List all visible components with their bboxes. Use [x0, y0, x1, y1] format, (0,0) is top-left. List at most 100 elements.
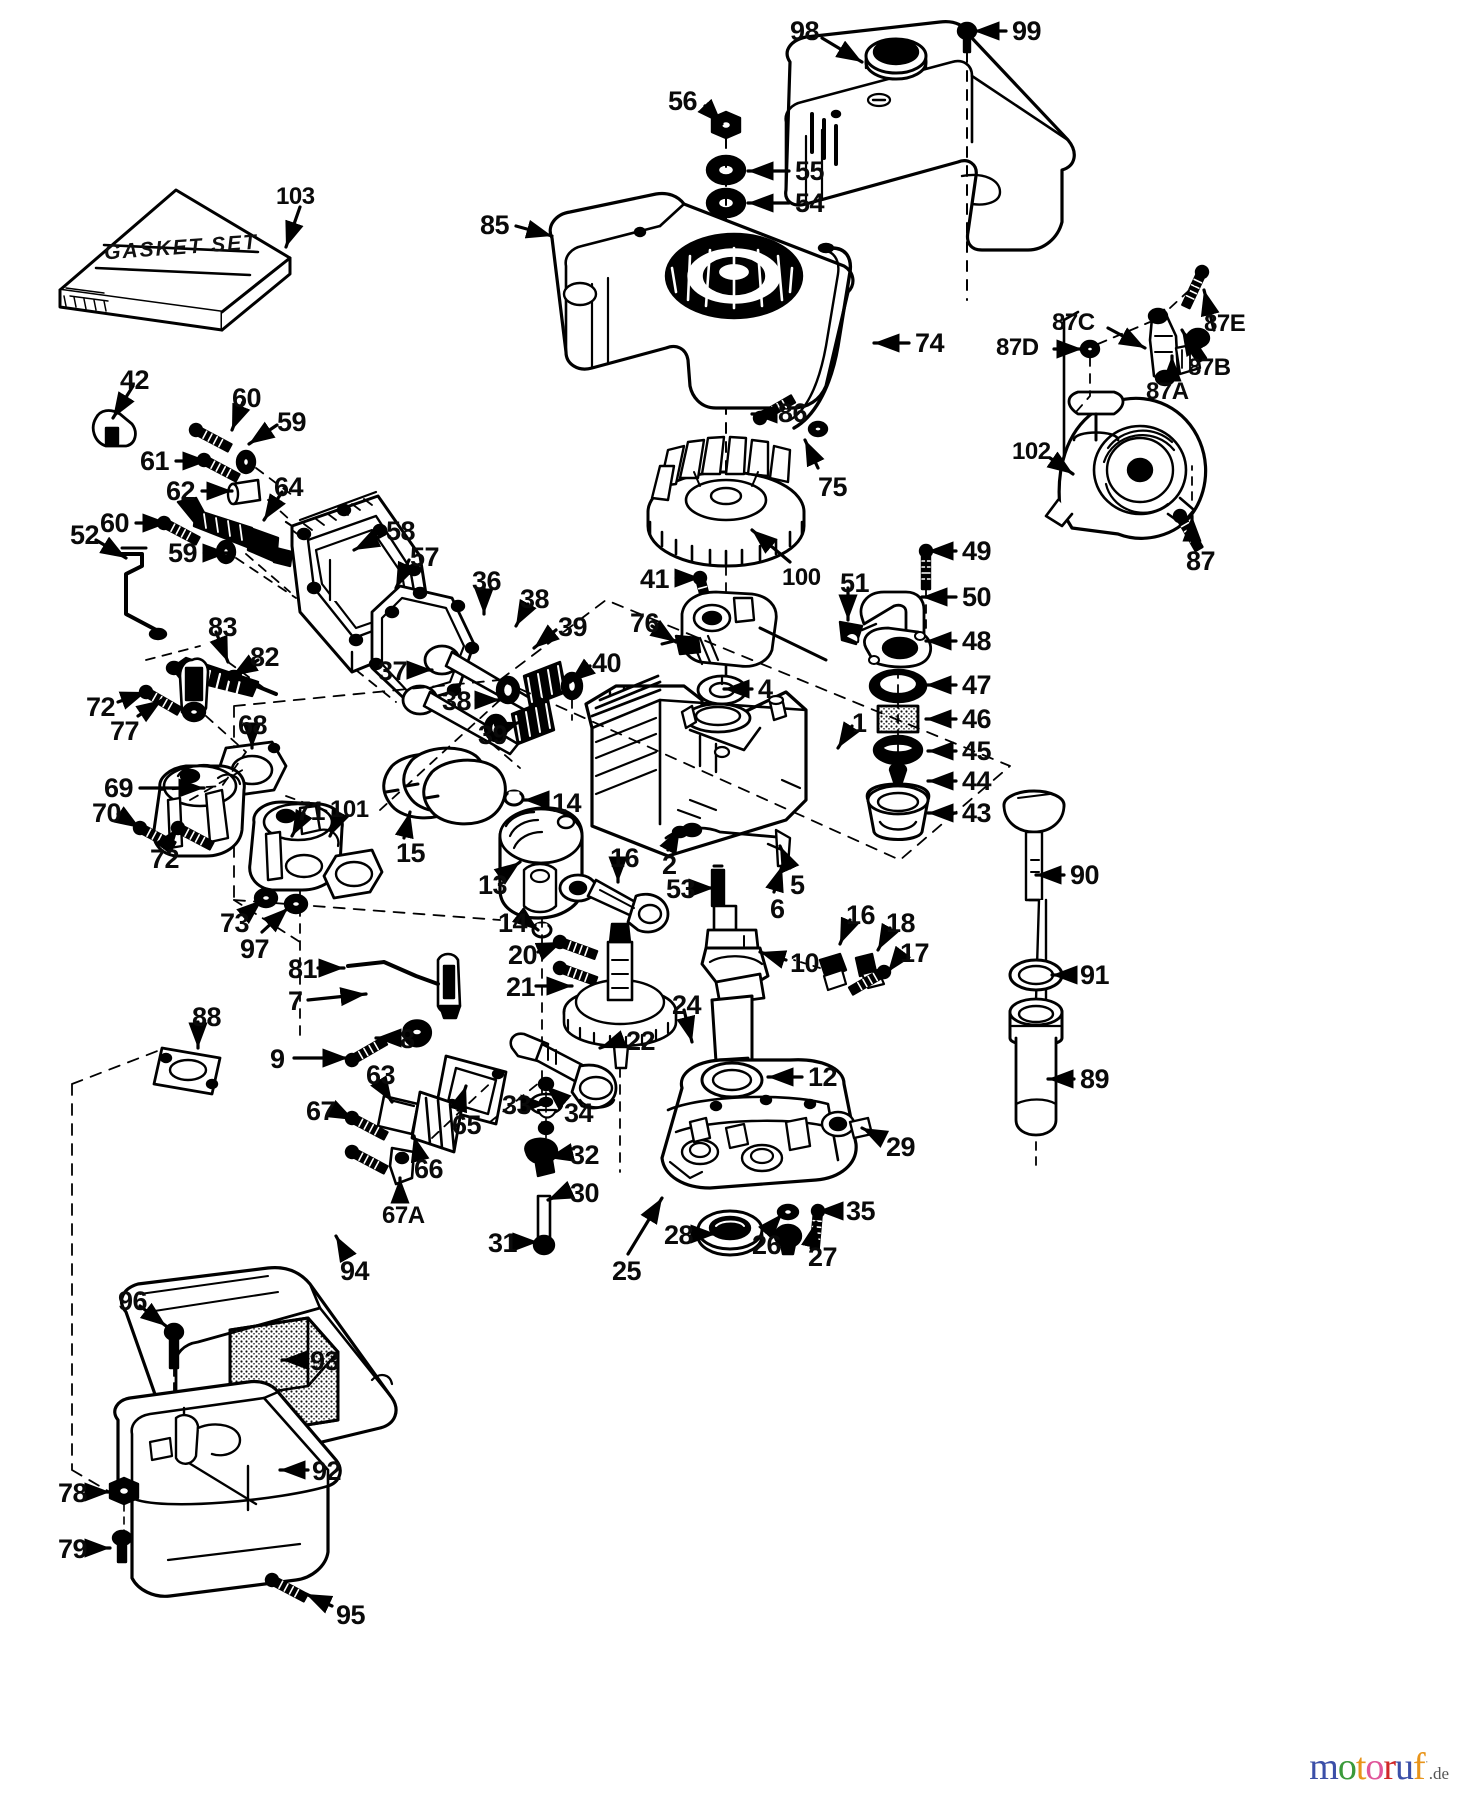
leader-2: [659, 826, 682, 856]
leader-39a: [532, 624, 560, 650]
leader-72b: [154, 826, 180, 855]
callout-63: 63: [366, 1060, 396, 1090]
watermark-letter: f: [1413, 1746, 1426, 1788]
callout-81: 81: [288, 954, 318, 984]
fill-tube-89: [1008, 997, 1064, 1137]
cylinder-block-1: [584, 674, 808, 858]
callout-66: 66: [414, 1154, 444, 1184]
callout-7: 7: [288, 986, 303, 1016]
washer-8: [402, 1019, 433, 1048]
flywheel-100: [646, 435, 806, 568]
callout-87C: 87C: [1052, 309, 1095, 336]
callout-87E: 87E: [1204, 310, 1246, 337]
callout-13: 13: [478, 870, 508, 900]
leader-24: [676, 1008, 696, 1044]
motoruf-watermark: motoruf·.de: [1309, 1748, 1449, 1786]
leader-71: [290, 808, 313, 838]
callout-69: 69: [104, 773, 134, 803]
rod-52: [114, 546, 168, 641]
callout-55: 55: [795, 156, 825, 186]
callout-90: 90: [1070, 860, 1100, 890]
washer-26: [776, 1203, 800, 1221]
callout-53: 53: [666, 874, 696, 904]
callout-43: 43: [962, 798, 992, 828]
callout-41: 41: [640, 564, 670, 594]
watermark-letter: t: [1355, 1746, 1367, 1788]
retainer-40: [560, 671, 584, 701]
bolt-20a: [551, 933, 599, 962]
callout-75: 75: [818, 472, 848, 502]
callout-67: 67: [306, 1096, 336, 1126]
rod-cap-hardware: [793, 952, 894, 998]
connecting-rod-16: [558, 873, 670, 934]
callout-73: 73: [220, 908, 250, 938]
leader-18: [876, 922, 899, 952]
leader-70: [113, 806, 142, 830]
screw-79: [111, 1529, 133, 1564]
callout-37: 37: [378, 656, 408, 686]
pin-30: [532, 1194, 556, 1256]
leader-73: [236, 898, 264, 924]
leader-100: [750, 528, 792, 564]
leader-96: [138, 1302, 168, 1328]
leader-39b: [492, 720, 522, 740]
callout-51: 51: [840, 568, 870, 598]
callout-87A: 87A: [1146, 378, 1189, 405]
callout-95: 95: [336, 1600, 366, 1630]
recoil-starter-102: [1044, 310, 1208, 540]
spark-plug-boot-42: [91, 409, 137, 448]
callout-14a: 14: [552, 788, 582, 818]
callout-96: 96: [118, 1286, 148, 1316]
callout-33: 33: [502, 1090, 532, 1120]
callout-6: 6: [770, 894, 785, 924]
callout-16a: 16: [610, 843, 640, 873]
callout-8: 8: [400, 1024, 415, 1054]
leader-83: [209, 630, 230, 664]
callout-39a: 39: [558, 612, 588, 642]
oring-91: [1008, 958, 1064, 992]
callout-85: 85: [480, 210, 510, 240]
leader-87E: [1200, 288, 1220, 332]
callout-40: 40: [592, 648, 622, 678]
callout-29: 29: [886, 1132, 916, 1162]
leader-94: [334, 1234, 357, 1264]
leader-66: [410, 1134, 430, 1164]
callout-32: 32: [570, 1140, 600, 1170]
callout-86: 86: [778, 398, 808, 428]
callout-35: 35: [846, 1196, 876, 1226]
callout-17: 17: [900, 938, 930, 968]
leader-75: [803, 438, 825, 470]
gasket-set-box: [58, 188, 292, 332]
leader-10: [758, 950, 788, 969]
callout-58: 58: [386, 516, 416, 546]
callout-47: 47: [962, 670, 992, 700]
callout-4: 4: [758, 674, 773, 704]
oil-fill-stack: [859, 543, 934, 841]
callout-87B: 87B: [1188, 354, 1231, 381]
leader-13: [493, 860, 522, 885]
callout-76: 76: [630, 608, 660, 638]
callout-30: 30: [570, 1178, 600, 1208]
leader-103: [284, 205, 304, 249]
callout-60b: 60: [100, 508, 130, 538]
bolt-61: [194, 450, 242, 485]
watermark-letter: r: [1383, 1746, 1396, 1788]
callout-74: 74: [915, 328, 945, 358]
leader-101: [328, 808, 350, 838]
callout-62: 62: [166, 476, 196, 506]
leader-7: [306, 987, 368, 1007]
pin-53: [710, 864, 726, 908]
callout-14b: 14: [498, 908, 528, 938]
bolt-20b: [551, 959, 599, 988]
leader-56: [697, 98, 724, 126]
callout-67A: 67A: [382, 1202, 425, 1229]
callout-71: 71: [296, 796, 326, 826]
leader-87C: [1106, 326, 1147, 350]
snap-ring-14a: [503, 789, 525, 807]
screw-67b: [342, 1142, 390, 1177]
watermark-letter: o: [1365, 1746, 1384, 1788]
callout-25: 25: [612, 1256, 642, 1286]
leader-60a: [230, 400, 251, 432]
clip-86: [807, 420, 829, 438]
